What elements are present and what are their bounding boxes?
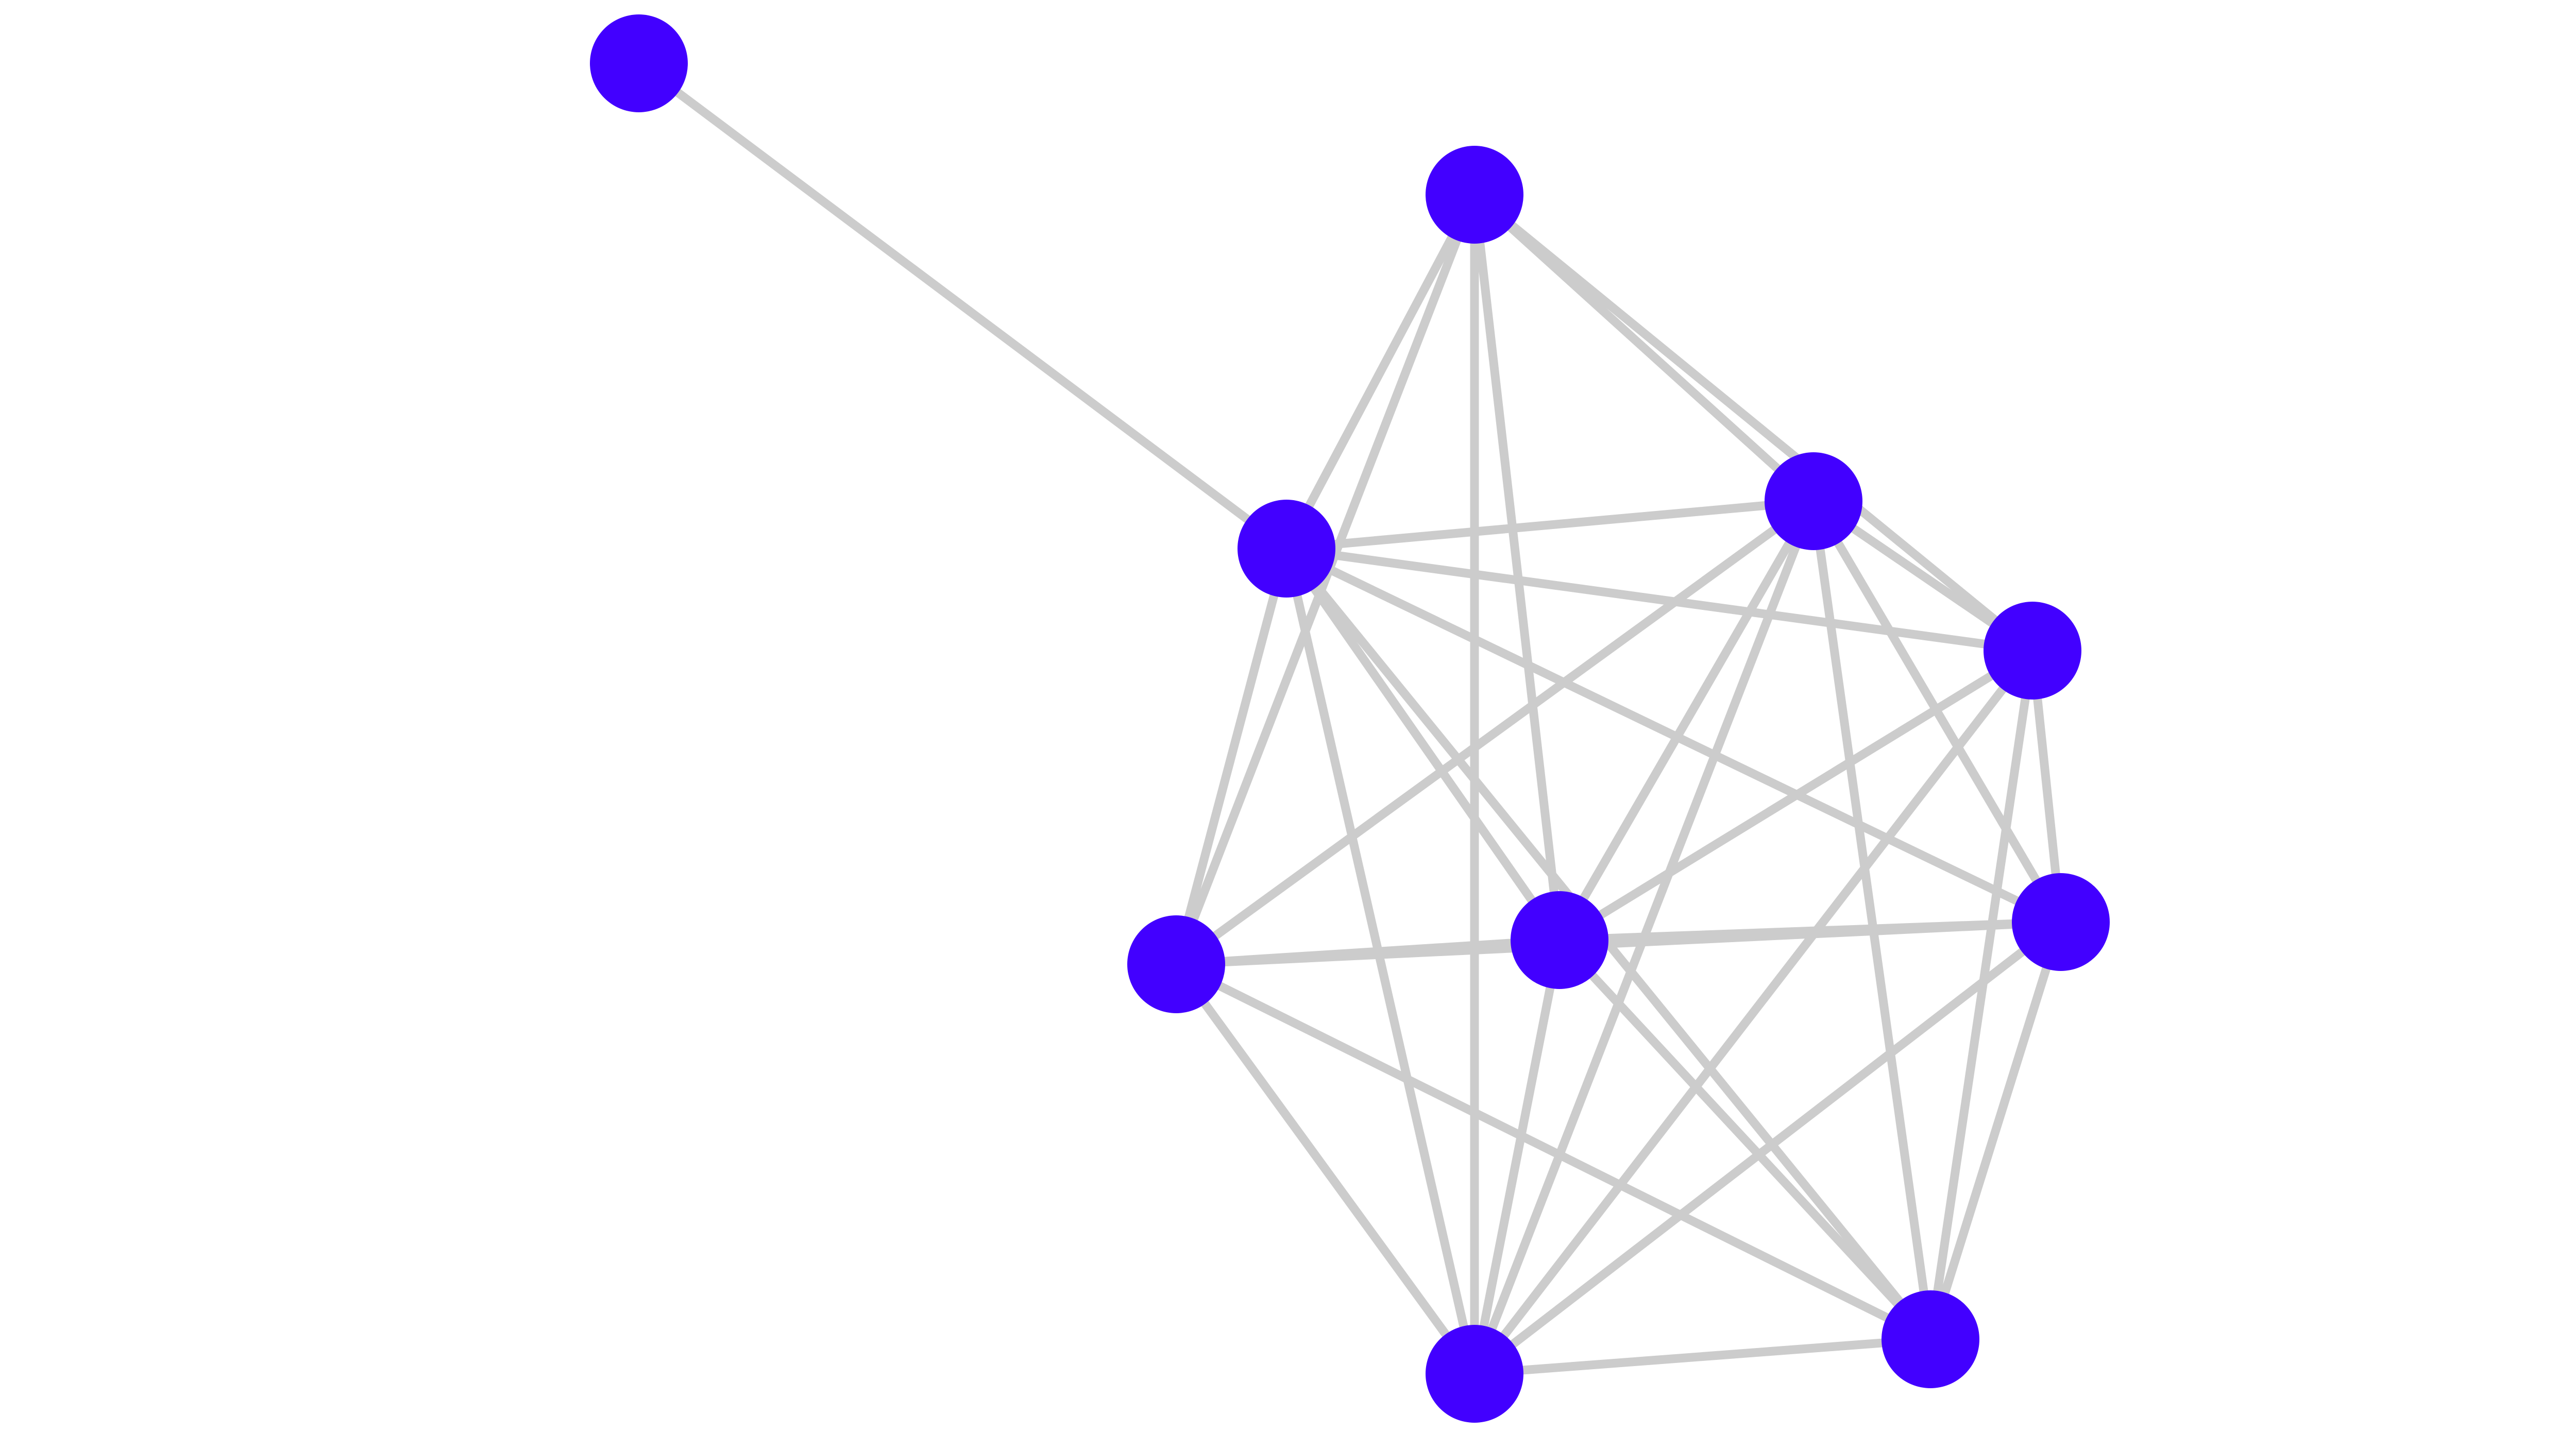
edge-n3-n9 <box>1809 497 1935 1344</box>
nodes-layer <box>590 14 2110 1423</box>
node-n4 <box>1984 602 2081 700</box>
node-n2 <box>1238 500 1335 598</box>
node-n9 <box>1882 1290 1979 1388</box>
edge-n3-n6 <box>1555 497 1818 945</box>
edge-n8-n9 <box>1470 1335 1935 1378</box>
edge-n2-n4 <box>1282 544 2037 655</box>
edge-n2-n8 <box>1282 544 1479 1378</box>
edge-n7-n8 <box>1470 917 2065 1378</box>
node-n1 <box>1426 146 1523 244</box>
edge-n4-n6 <box>1555 646 2037 945</box>
edge-n2-n5 <box>1172 544 1291 969</box>
node-n6 <box>1511 891 1608 989</box>
edge-n0-n2 <box>634 59 1291 553</box>
node-n0 <box>590 14 688 112</box>
edge-n2-n6 <box>1282 544 1564 945</box>
edge-n6-n8 <box>1470 935 1564 1378</box>
edge-n6-n7 <box>1555 917 2065 945</box>
edge-n2-n3 <box>1282 497 1818 553</box>
edge-n7-n9 <box>1926 917 2065 1344</box>
edge-n1-n2 <box>1282 190 1479 553</box>
node-n8 <box>1426 1325 1523 1423</box>
edge-n1-n6 <box>1470 190 1564 945</box>
edge-n1-n4 <box>1470 190 2037 655</box>
edge-n1-n5 <box>1172 190 1479 969</box>
edge-n3-n5 <box>1172 497 1818 969</box>
node-n7 <box>2012 873 2110 971</box>
edge-n6-n9 <box>1555 935 1935 1344</box>
edge-n5-n8 <box>1172 960 1479 1378</box>
edge-n4-n8 <box>1470 646 2037 1378</box>
node-n3 <box>1765 452 1862 550</box>
edge-n5-n9 <box>1172 960 1935 1344</box>
edge-n4-n9 <box>1926 646 2037 1344</box>
edges-layer <box>634 59 2065 1378</box>
node-n5 <box>1127 915 1225 1013</box>
